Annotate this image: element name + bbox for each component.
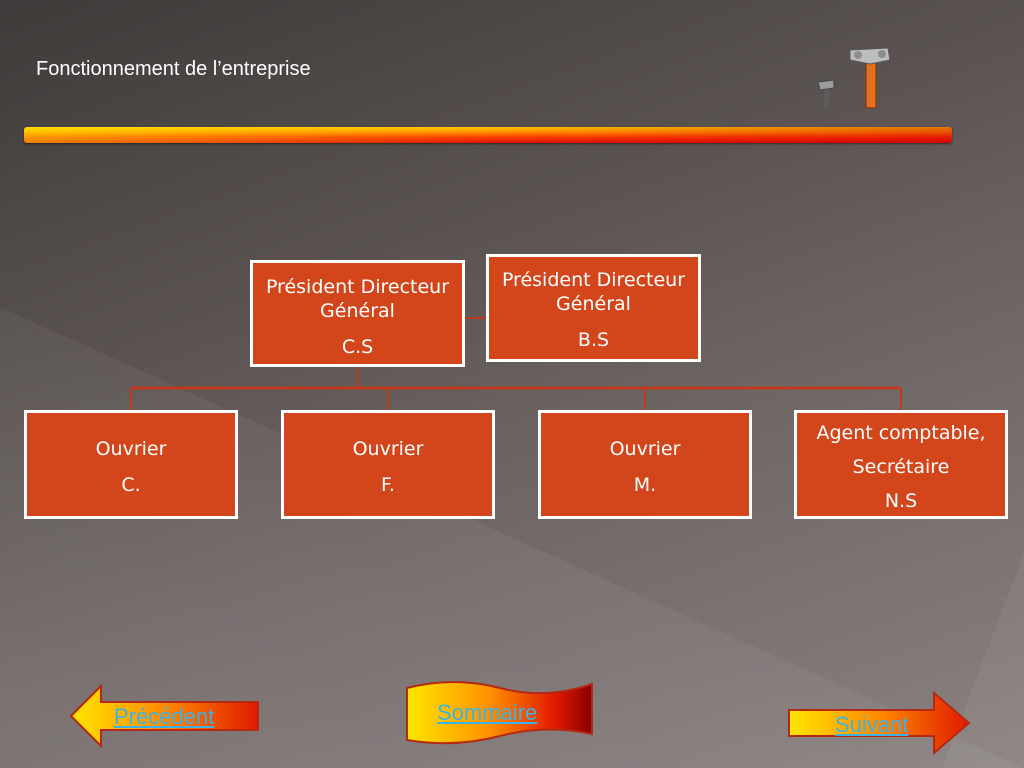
org-box-role: Ouvrier xyxy=(609,438,681,460)
org-box-role: Ouvrier xyxy=(352,438,424,460)
previous-link[interactable]: Précédent xyxy=(114,704,215,729)
org-box-ouvrier-f: Ouvrier F. xyxy=(281,410,495,519)
org-box-role: Président Directeur xyxy=(501,269,686,291)
org-box-agent-comptable: Agent comptable, Secrétaire N.S xyxy=(794,410,1008,519)
summary-button[interactable]: Sommaire xyxy=(404,678,596,748)
title-underline-bar xyxy=(24,127,952,143)
slide-title: Fonctionnement de l’entreprise xyxy=(36,58,311,80)
summary-link[interactable]: Sommaire xyxy=(437,700,538,725)
org-box-initials: N.S xyxy=(884,490,918,512)
org-box-ouvrier-m: Ouvrier M. xyxy=(538,410,752,519)
banner-icon xyxy=(406,681,593,745)
org-box-initials: B.S xyxy=(577,329,610,351)
org-box-role: Général xyxy=(556,293,631,315)
org-box-initials: F. xyxy=(381,474,395,496)
org-box-initials: M. xyxy=(633,474,657,496)
right-arrow-icon xyxy=(788,690,971,756)
next-link[interactable]: Suivant xyxy=(835,712,909,737)
org-box-president-bs: Président Directeur Général B.S xyxy=(486,254,701,362)
org-box-role: Général xyxy=(320,300,395,322)
org-box-role: Président Directeur xyxy=(265,276,450,298)
org-box-ouvrier-c: Ouvrier C. xyxy=(24,410,238,519)
org-box-role: Agent comptable, xyxy=(816,422,986,444)
org-box-role: Secrétaire xyxy=(852,456,950,478)
org-box-president-cs: Président Directeur Général C.S xyxy=(250,260,465,367)
org-box-initials: C.S xyxy=(341,336,374,358)
hammer-tools-icon xyxy=(817,47,891,109)
previous-button[interactable]: Précédent xyxy=(68,684,262,748)
left-arrow-icon xyxy=(69,684,259,748)
org-box-initials: C. xyxy=(121,474,141,496)
next-button[interactable]: Suivant xyxy=(786,690,972,756)
org-box-role: Ouvrier xyxy=(95,438,167,460)
